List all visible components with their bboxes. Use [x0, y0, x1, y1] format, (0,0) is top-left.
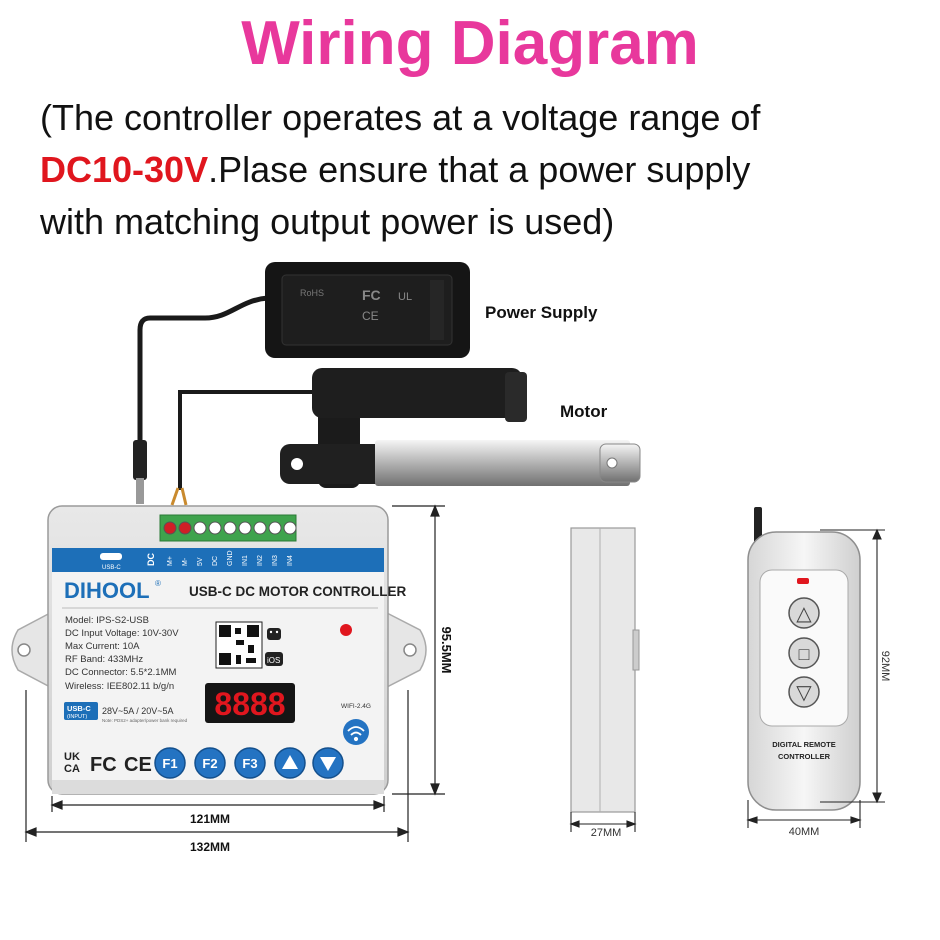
- android-icon: [267, 628, 281, 640]
- svg-text:RoHS: RoHS: [300, 288, 324, 298]
- fc-mark: FC: [90, 754, 117, 776]
- terminal-block: [159, 514, 297, 542]
- page-title: Wiring Diagram: [241, 9, 699, 78]
- usbc-port-icon: [100, 553, 122, 560]
- ios-icon: [265, 652, 283, 666]
- terminal-labels: M+ M- 5V DC GND IN1 IN2 IN3 IN4: [167, 550, 294, 566]
- remote-height-label: 92MM: [879, 651, 891, 682]
- linear-actuator: [280, 368, 641, 488]
- ukca-mark: UK: [64, 751, 80, 763]
- remote-height-dimension: [820, 528, 885, 804]
- spec-line: DC Input Voltage: 10V-30V: [65, 628, 179, 639]
- ios-label: iOS: [267, 656, 280, 665]
- f1-button-label: F1: [162, 756, 177, 771]
- wifi-icon: [347, 726, 365, 742]
- f2-button[interactable]: F2: [194, 747, 226, 779]
- f3-button-label: F3: [242, 756, 257, 771]
- remote-width-dimension: [746, 800, 862, 828]
- power-supply: RoHS FC CE UL: [265, 262, 470, 358]
- height-label: 95.5MM: [439, 627, 454, 674]
- remote-label-line1: DIGITAL REMOTE: [772, 740, 835, 749]
- spec-line: Model: IPS-S2-USB: [65, 615, 149, 626]
- controller-height-dimension: [392, 504, 445, 796]
- controller-name: USB-C DC MOTOR CONTROLLER: [189, 584, 406, 599]
- terminal-label: IN3: [272, 555, 279, 566]
- usbc-badge-text: USB-C: [67, 704, 91, 713]
- remote-up-icon: △: [796, 603, 812, 625]
- up-button[interactable]: [274, 747, 306, 779]
- brand-logo: DIHOOL: [64, 578, 150, 603]
- remote-stop-button[interactable]: □: [788, 637, 820, 669]
- spec-line: Wireless: IEE802.11 b/g/n: [65, 681, 174, 692]
- terminal-label: M+: [167, 556, 174, 566]
- spec-line: RF Band: 433MHz: [65, 654, 143, 665]
- wifi-label: WIFI-2.4G: [341, 703, 371, 710]
- voltage-range: DC10-30V: [40, 149, 209, 190]
- usbc-badge: [64, 702, 98, 720]
- controller-ears: [11, 610, 427, 690]
- spec-line: DC Connector: 5.5*2.1MM: [65, 667, 176, 678]
- remote-up-button[interactable]: △: [788, 597, 820, 629]
- cert-marks: UK CA FC CE: [64, 751, 152, 776]
- terminal-label: 5V: [197, 557, 204, 566]
- down-arrow-icon: [320, 757, 336, 771]
- svg-text:UL: UL: [398, 291, 412, 303]
- power-supply-label: Power Supply: [485, 303, 598, 322]
- usbc-note: Note: PDS2+ adapter/power bank required: [102, 718, 188, 723]
- f3-button[interactable]: F3: [234, 747, 266, 779]
- remote-led: [797, 578, 809, 584]
- motor-cable: [178, 390, 318, 490]
- controller-side-view: [570, 527, 640, 813]
- dc-plug: [133, 440, 147, 504]
- terminal-label: GND: [227, 550, 234, 566]
- voltage-note: (The controller operates at a voltage ra…: [40, 92, 920, 248]
- terminal-label: IN2: [257, 555, 264, 566]
- registered-mark: ®: [155, 579, 161, 588]
- motor-label: Motor: [560, 402, 608, 421]
- remote-label-line2: CONTROLLER: [778, 752, 831, 761]
- up-arrow-icon: [282, 755, 298, 769]
- terminal-label: M-: [182, 557, 189, 566]
- terminal-label: IN4: [287, 555, 294, 566]
- controller-inner-width-dimension: [50, 796, 386, 812]
- led-digits: 8888: [214, 686, 285, 722]
- f1-button[interactable]: F1: [154, 747, 186, 779]
- led-display: [205, 683, 295, 723]
- remote-width-label: 40MM: [789, 826, 820, 838]
- spec-line: Max Current: 10A: [65, 641, 140, 652]
- remote-antenna: [754, 507, 762, 543]
- controller-buttons: F1 F2 F3: [154, 747, 344, 779]
- note-line-3: with matching output power is used): [40, 201, 615, 242]
- usbc-port-label: USB-C: [102, 565, 121, 571]
- note-line-1: (The controller operates at a voltage ra…: [40, 97, 761, 138]
- remote-down-icon: ▽: [796, 682, 812, 704]
- svg-text:CE: CE: [362, 309, 379, 323]
- controller-outer-width-dimension: [24, 690, 410, 842]
- outer-width-label: 132MM: [190, 840, 230, 854]
- remote-stop-icon: □: [799, 644, 810, 664]
- svg-text:FC: FC: [362, 287, 381, 303]
- down-button[interactable]: [312, 747, 344, 779]
- usbc-badge-sub: (INPUT): [67, 714, 87, 720]
- terminal-label: DC: [212, 556, 219, 566]
- power-cable: [137, 295, 269, 450]
- ce-mark: CE: [124, 754, 152, 776]
- f2-button-label: F2: [202, 756, 217, 771]
- ukca-mark-2: CA: [64, 763, 80, 775]
- side-thickness-label: 27MM: [591, 827, 622, 839]
- spec-list: Model: IPS-S2-USB DC Input Voltage: 10V-…: [65, 615, 179, 692]
- note-line-2-rest: .Plase ensure that a power supply: [208, 149, 751, 190]
- terminal-label: IN1: [242, 555, 249, 566]
- power-led: [340, 624, 352, 636]
- side-thickness-dimension: [569, 812, 637, 832]
- dc-port-label: DC: [146, 553, 156, 566]
- motor-wires: [170, 487, 188, 506]
- note-line-2: DC10-30V.Plase ensure that a power suppl…: [40, 144, 920, 196]
- inner-width-label: 121MM: [190, 812, 230, 826]
- qr-code: [215, 621, 263, 669]
- usbc-power-spec: 28V~5A / 20V~5A: [102, 706, 174, 716]
- remote-down-button[interactable]: ▽: [788, 676, 820, 708]
- remote-control: [747, 507, 861, 811]
